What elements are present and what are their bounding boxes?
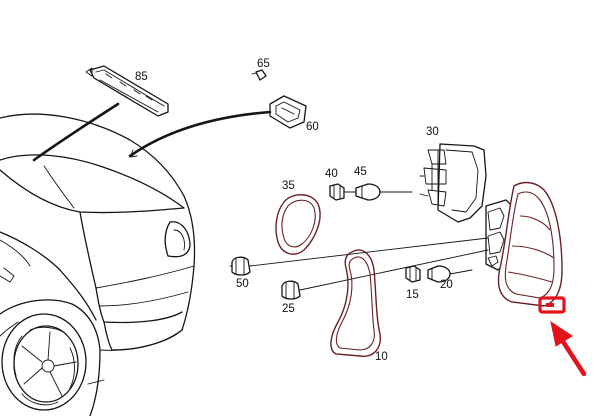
part-85-third-brake-light (32, 65, 169, 162)
label-10: 10 (375, 351, 388, 363)
label-20: 20 (440, 279, 453, 291)
arrow-icon (550, 320, 587, 377)
label-30: 30 (426, 126, 439, 138)
label-35: 35 (282, 180, 295, 192)
part-45-bulb (355, 183, 381, 201)
label-45: 45 (354, 166, 367, 178)
leader-arrow-head (129, 149, 138, 158)
highlight-box-icon (538, 296, 566, 314)
label-15: 15 (406, 289, 419, 301)
label-60: 60 (306, 121, 319, 133)
part-35-small-gasket (275, 194, 321, 255)
leader-line-25 (299, 249, 489, 291)
part-10-large-gasket (330, 249, 381, 357)
part-number-labels: 85 65 60 30 40 45 35 50 25 15 20 10 (135, 58, 453, 363)
leader-line-20 (449, 269, 473, 275)
leader-line-plate-lamp (128, 110, 272, 158)
label-65: 65 (257, 58, 270, 70)
label-85: 85 (135, 71, 148, 83)
part-30-lamp-carrier (419, 143, 487, 223)
label-25: 25 (282, 303, 295, 315)
part-50-bulb-socket (229, 256, 251, 276)
part-15-bulb-holder (405, 265, 421, 283)
tail-lamp-assembly (485, 181, 563, 307)
part-40-bulb-holder (329, 183, 345, 201)
part-65-bulb (251, 69, 267, 81)
label-50: 50 (236, 278, 249, 290)
part-60-plate-lamp (269, 95, 307, 129)
car-body (0, 113, 196, 416)
highlight-marker (538, 296, 566, 314)
label-40: 40 (325, 168, 338, 180)
leader-line-50 (249, 237, 489, 267)
part-25-bulb-socket (281, 280, 301, 300)
